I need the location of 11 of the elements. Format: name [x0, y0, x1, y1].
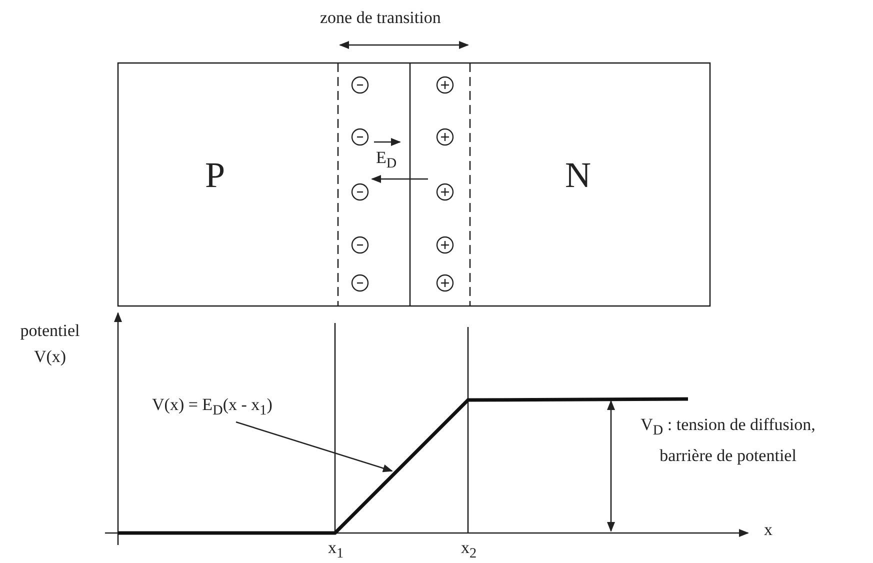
region-label: N — [565, 155, 591, 195]
field-label: E$_{D}$ — [376, 148, 397, 174]
tick-label: x$_{1}$ — [328, 538, 344, 563]
tick-label: x$_{2}$ — [461, 538, 477, 563]
region-label: zone de transition — [320, 8, 441, 28]
region-label: P — [205, 155, 226, 195]
leader-line — [236, 421, 393, 472]
equation-text: V(x) = E$_{D}$(x - x$_{1}$) — [152, 395, 272, 420]
annotation-text: V$_{D}$ : tension de diffusion, barrière de potentiel — [640, 414, 816, 468]
axis-label: x — [764, 520, 772, 540]
axis-label: potentiel V(x) — [19, 320, 81, 368]
